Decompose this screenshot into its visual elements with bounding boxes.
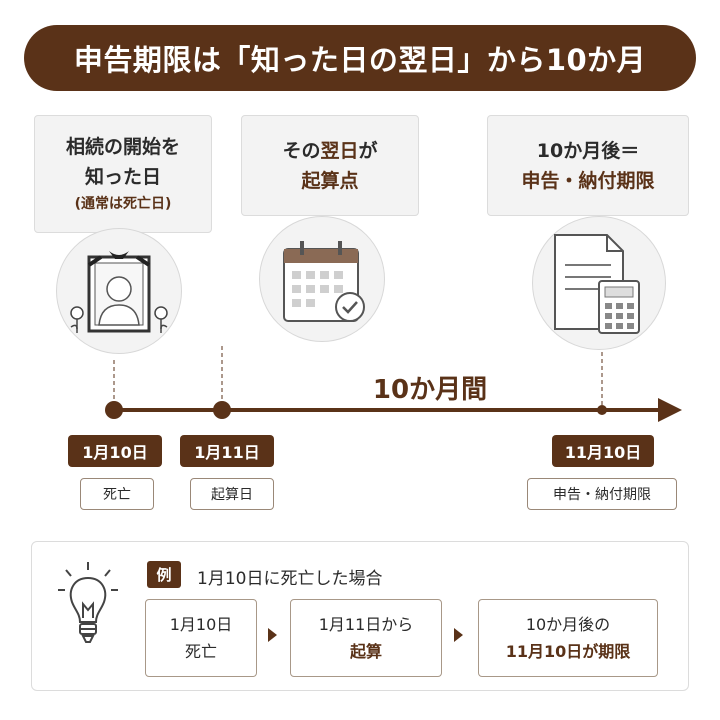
label-end: 申告・納付期限 bbox=[527, 478, 677, 510]
title-banner: 申告期限は「知った日の翌日」から10か月 bbox=[24, 25, 696, 91]
date-next: 1月11日 bbox=[180, 435, 274, 467]
calendar-check-icon bbox=[283, 241, 365, 322]
card-next: その翌日が 起算点 bbox=[241, 115, 419, 216]
example-step-3-line2: 11月10日が期限 bbox=[505, 642, 631, 661]
label-next: 起算日 bbox=[190, 478, 274, 510]
example-step-2-line2: 起算 bbox=[349, 642, 382, 661]
example-step-2: 1月11日から 起算 bbox=[290, 599, 442, 677]
document-calculator-icon bbox=[554, 234, 640, 334]
example-arrow-1 bbox=[268, 628, 277, 642]
circle-start bbox=[56, 228, 182, 354]
example-step-1-line1: 1月10日 bbox=[169, 615, 233, 634]
example-arrow-2 bbox=[454, 628, 463, 642]
card-next-line2: 起算点 bbox=[301, 169, 359, 192]
circle-end bbox=[532, 216, 666, 350]
card-start: 相続の開始を 知った日 (通常は死亡日) bbox=[34, 115, 212, 233]
timeline-arrowhead bbox=[658, 398, 682, 422]
card-start-note: (通常は死亡日) bbox=[74, 196, 172, 212]
example-tag: 例 bbox=[147, 561, 181, 588]
timeline bbox=[105, 346, 682, 422]
point-start bbox=[105, 401, 123, 419]
circle-next bbox=[259, 216, 385, 342]
example-step-3-line1: 10か月後の bbox=[525, 615, 611, 634]
card-next-line1: その翌日が bbox=[282, 136, 377, 166]
card-end-line2: 申告・納付期限 bbox=[521, 169, 655, 192]
page-title: 申告期限は「知った日の翌日」から10か月 bbox=[73, 43, 647, 77]
card-start-line1: 相続の開始を bbox=[65, 136, 180, 158]
lightbulb-icon bbox=[58, 562, 118, 643]
memorial-portrait-icon bbox=[70, 251, 168, 333]
example-step-1: 1月10日 死亡 bbox=[145, 599, 257, 677]
card-next-text-a: その bbox=[282, 139, 321, 162]
label-start: 死亡 bbox=[80, 478, 154, 510]
point-end bbox=[597, 405, 607, 415]
period-label: 10か月間 bbox=[372, 375, 488, 405]
example-step-1-line2: 死亡 bbox=[184, 642, 217, 661]
date-start: 1月10日 bbox=[68, 435, 162, 467]
card-next-text-b: 翌日 bbox=[320, 139, 359, 162]
example-title: 1月10日に死亡した場合 bbox=[197, 569, 383, 589]
card-next-text-c: が bbox=[358, 139, 378, 162]
example-step-3: 10か月後の 11月10日が期限 bbox=[478, 599, 658, 677]
date-end: 11月10日 bbox=[552, 435, 654, 467]
point-next bbox=[213, 401, 231, 419]
example-step-2-line1: 1月11日から bbox=[318, 615, 414, 634]
card-end-line1: 10か月後＝ bbox=[536, 139, 640, 162]
card-end: 10か月後＝ 申告・納付期限 bbox=[487, 115, 689, 216]
card-start-line2: 知った日 bbox=[84, 166, 161, 188]
